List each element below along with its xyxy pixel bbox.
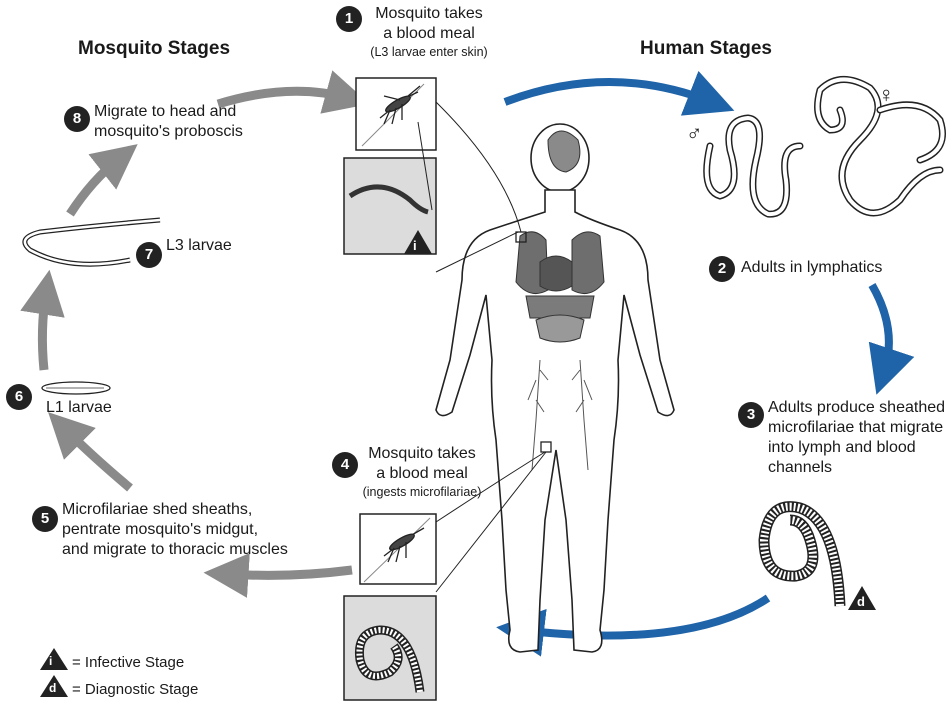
arrow-4-to-5 xyxy=(226,570,352,575)
step-4-sub: (ingests microfilariae) xyxy=(352,484,492,500)
step-4-line1: Mosquito takes xyxy=(352,444,492,464)
step-4-text: Mosquito takes a blood meal (ingests mic… xyxy=(352,444,492,500)
step-1-sub: (L3 larvae enter skin) xyxy=(364,44,494,60)
arrow-7-to-8 xyxy=(70,158,120,214)
step-8-number: 8 xyxy=(64,106,90,132)
arrow-6-to-7 xyxy=(42,292,46,370)
legend-infective-triangle xyxy=(40,648,68,670)
pointer-step-1 xyxy=(436,102,521,232)
step-1-line2: a blood meal xyxy=(364,24,494,44)
step-6-number: 6 xyxy=(6,384,32,410)
legend-infective-text: = Infective Stage xyxy=(72,654,184,671)
arrow-1-to-2 xyxy=(505,82,712,102)
step-8-line2: mosquito's proboscis xyxy=(94,122,243,142)
step-3-text: Adults produce sheathed microfilariae th… xyxy=(768,398,951,478)
male-symbol: ♂ xyxy=(686,120,703,146)
step-5-line2: pentrate mosquito's midgut, xyxy=(62,520,288,540)
step-7-text: L3 larvae xyxy=(166,236,232,256)
legend-diagnostic-text: = Diagnostic Stage xyxy=(72,681,198,698)
step-8-text: Migrate to head and mosquito's proboscis xyxy=(94,102,243,142)
step-2-text: Adults in lymphatics xyxy=(741,258,882,278)
step-7-number: 7 xyxy=(136,242,162,268)
step-4-line2: a blood meal xyxy=(352,464,492,484)
step-8-line1: Migrate to head and xyxy=(94,102,243,122)
step-3-line4: channels xyxy=(768,458,951,478)
step-5-line1: Microfilariae shed sheaths, xyxy=(62,500,288,520)
step1-mosquito-frame xyxy=(356,78,436,150)
arrow-5-to-6 xyxy=(64,428,130,488)
diagnostic-letter: d xyxy=(857,594,865,609)
infective-letter: i xyxy=(413,238,417,253)
arrow-2-to-3 xyxy=(872,285,889,372)
step-1-line1: Mosquito takes xyxy=(364,4,494,24)
step-3-line2: microfilariae that migrate xyxy=(768,418,951,438)
human-body xyxy=(436,124,674,652)
sheathed-microfilaria xyxy=(764,507,840,606)
adult-worms xyxy=(707,79,943,214)
step-1-text: Mosquito takes a blood meal (L3 larvae e… xyxy=(364,4,494,60)
step-3-line3: into lymph and blood xyxy=(768,438,951,458)
step-3-line1: Adults produce sheathed xyxy=(768,398,951,418)
legend-infective-letter: i xyxy=(49,654,52,668)
arrow-3-to-4 xyxy=(520,598,768,636)
step-1-number: 1 xyxy=(336,6,362,32)
l1-larva-drawing xyxy=(42,382,110,394)
step-2-number: 2 xyxy=(709,256,735,282)
step-5-line3: and migrate to thoracic muscles xyxy=(62,540,288,560)
step-5-text: Microfilariae shed sheaths, pentrate mos… xyxy=(62,500,288,560)
female-symbol: ♀ xyxy=(878,82,895,108)
step-3-number: 3 xyxy=(738,402,764,428)
step-6-text: L1 larvae xyxy=(46,398,112,418)
step-5-number: 5 xyxy=(32,506,58,532)
legend-diagnostic-letter: d xyxy=(49,681,56,695)
